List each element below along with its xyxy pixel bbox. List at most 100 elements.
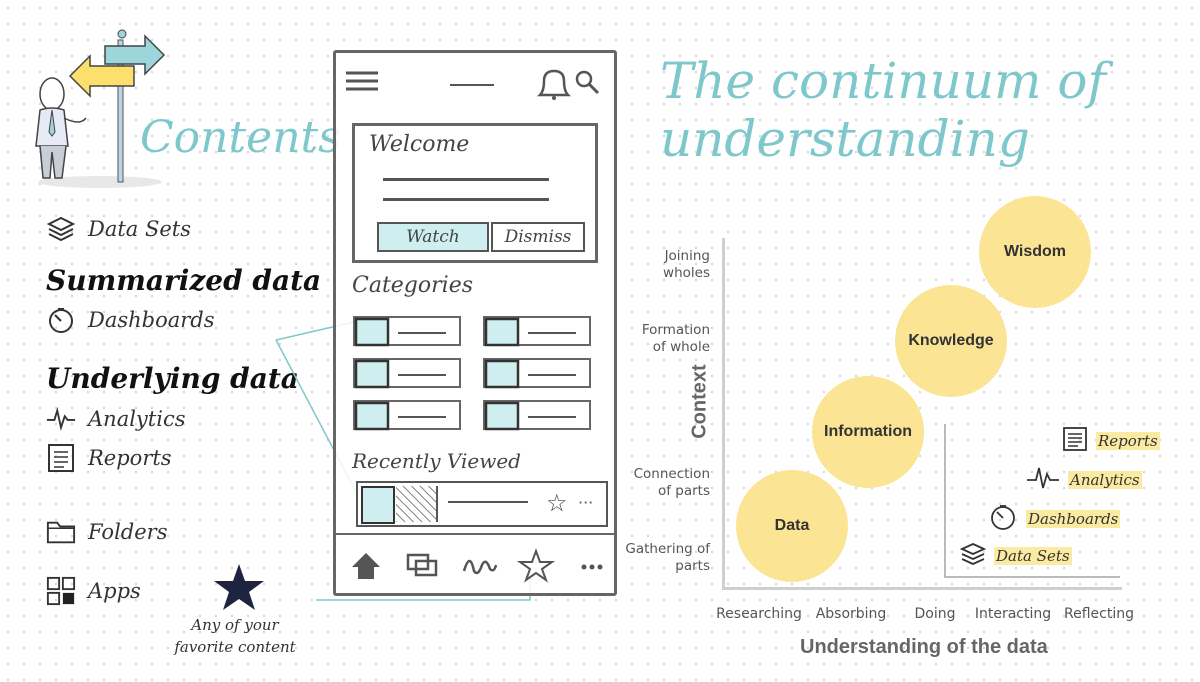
favorite-note-line2: favorite content: [174, 638, 296, 656]
item-preview-hatched: [396, 486, 438, 522]
welcome-card: Welcome Watch Dismiss: [352, 123, 598, 263]
category-tile: [483, 316, 591, 347]
layers-icon: [959, 541, 987, 571]
placeholder-line: [383, 198, 549, 201]
layers-icon: [46, 214, 76, 244]
contents-item-folders[interactable]: Folders: [46, 517, 167, 547]
x-axis-title: Understanding of the data: [800, 636, 1048, 658]
search-icon: [575, 70, 600, 95]
legend-item-analytics: Analytics: [1026, 464, 1142, 496]
y-tick-line: parts: [675, 558, 710, 574]
summarized-data-heading: Summarized data: [46, 264, 322, 297]
signal-squiggle-icon: [462, 559, 498, 575]
y-tick-line: of whole: [652, 339, 710, 355]
y-tick-label: Gathering of parts: [600, 541, 710, 575]
y-axis-title: Context: [688, 364, 711, 439]
continuum-title-line1: The continuum of: [660, 52, 1106, 110]
analytics-pulse-icon: [46, 404, 76, 434]
dashboard-gauge-icon: [988, 502, 1018, 536]
bottom-nav-divider: [336, 533, 614, 535]
legend-item-data-sets: Data Sets: [959, 541, 1072, 571]
legend-label: Analytics: [1068, 471, 1142, 489]
y-axis-line: [722, 238, 725, 590]
bubble-knowledge: Knowledge: [895, 285, 1007, 397]
y-tick-label: Formation of whole: [600, 322, 710, 356]
continuum-title-line2: understanding: [660, 110, 1030, 168]
welcome-label: Welcome: [369, 132, 470, 157]
home-icon: [352, 553, 380, 579]
category-tile: [483, 358, 591, 389]
y-tick-line: wholes: [663, 265, 710, 281]
phone-top-bar: [346, 69, 600, 100]
contents-item-label: Analytics: [88, 407, 186, 431]
x-tick-label: Interacting: [974, 606, 1052, 622]
contents-item-reports[interactable]: Reports: [46, 443, 172, 473]
legend-label: Reports: [1096, 432, 1160, 450]
legend-label: Dashboards: [1026, 510, 1121, 528]
dashboard-gauge-icon: [46, 305, 76, 335]
analytics-pulse-icon: [1026, 464, 1060, 496]
recently-viewed-label: Recently Viewed: [352, 449, 521, 473]
bubble-data: Data: [736, 470, 848, 582]
y-tick-line: Connection: [633, 466, 710, 482]
legend-item-dashboards: Dashboards: [988, 502, 1121, 536]
x-axis-line: [722, 587, 1122, 590]
x-tick-label: Researching: [716, 606, 802, 622]
legend-label: Data Sets: [994, 547, 1072, 565]
placeholder-line: [448, 501, 528, 503]
windows-icon: [406, 553, 438, 577]
bubble-information: Information: [812, 376, 924, 488]
contents-item-analytics[interactable]: Analytics: [46, 404, 185, 434]
y-tick-label: Connection of parts: [600, 466, 710, 500]
y-tick-line: Joining: [664, 248, 710, 264]
contents-item-data-sets[interactable]: Data Sets: [46, 214, 191, 244]
x-tick-label: Reflecting: [1064, 606, 1134, 622]
more-dots-icon: [581, 564, 603, 570]
category-tile: [353, 358, 461, 389]
y-tick-line: Formation: [641, 322, 710, 338]
more-icon[interactable]: ···: [578, 493, 594, 512]
y-tick-line: of parts: [657, 483, 710, 499]
report-document-icon: [1062, 426, 1088, 456]
category-tile: [353, 316, 461, 347]
apps-grid-icon: [46, 576, 76, 606]
contents-item-label: Folders: [88, 520, 168, 544]
category-tile: [353, 400, 461, 431]
report-document-icon: [46, 443, 76, 473]
star-outline-icon: [516, 548, 556, 583]
signpost-person-illustration: [35, 29, 166, 188]
item-thumbnail: [361, 486, 395, 524]
hamburger-menu-icon: [346, 71, 378, 91]
x-tick-label: Absorbing: [815, 606, 887, 622]
legend-axis-horizontal: [944, 576, 1120, 578]
contents-item-label: Dashboards: [88, 308, 215, 332]
contents-title: Contents: [140, 112, 341, 163]
favorite-note-line1: Any of your: [191, 616, 279, 634]
phone-wireframe: Welcome Watch Dismiss Categories: [333, 50, 617, 596]
contents-item-apps[interactable]: Apps: [46, 576, 141, 606]
bubble-wisdom: Wisdom: [979, 196, 1091, 308]
favorite-content-note: Any of your favorite content: [160, 614, 310, 658]
y-tick-line: Gathering of: [625, 541, 710, 557]
favorite-star-icon[interactable]: ☆: [546, 489, 568, 517]
category-tile: [483, 400, 591, 431]
watch-button[interactable]: Watch: [377, 222, 489, 252]
legend-item-reports: Reports: [1062, 426, 1160, 456]
categories-label: Categories: [352, 273, 473, 298]
legend-axis-vertical: [944, 424, 946, 578]
continuum-title: The continuum of understanding: [660, 52, 1106, 168]
contents-item-label: Data Sets: [88, 217, 192, 241]
bottom-nav-bar: [352, 548, 603, 583]
y-tick-label: Joining wholes: [600, 248, 710, 282]
recently-viewed-item[interactable]: ☆ ···: [356, 481, 608, 527]
star-icon: [214, 564, 264, 610]
placeholder-line: [383, 178, 549, 181]
category-grid: [353, 316, 591, 431]
x-tick-label: Doing: [914, 606, 956, 622]
bell-icon: [536, 69, 572, 100]
contents-item-dashboards[interactable]: Dashboards: [46, 305, 215, 335]
underlying-data-heading: Underlying data: [46, 362, 299, 395]
contents-item-label: Reports: [88, 446, 172, 470]
dismiss-button[interactable]: Dismiss: [491, 222, 585, 252]
